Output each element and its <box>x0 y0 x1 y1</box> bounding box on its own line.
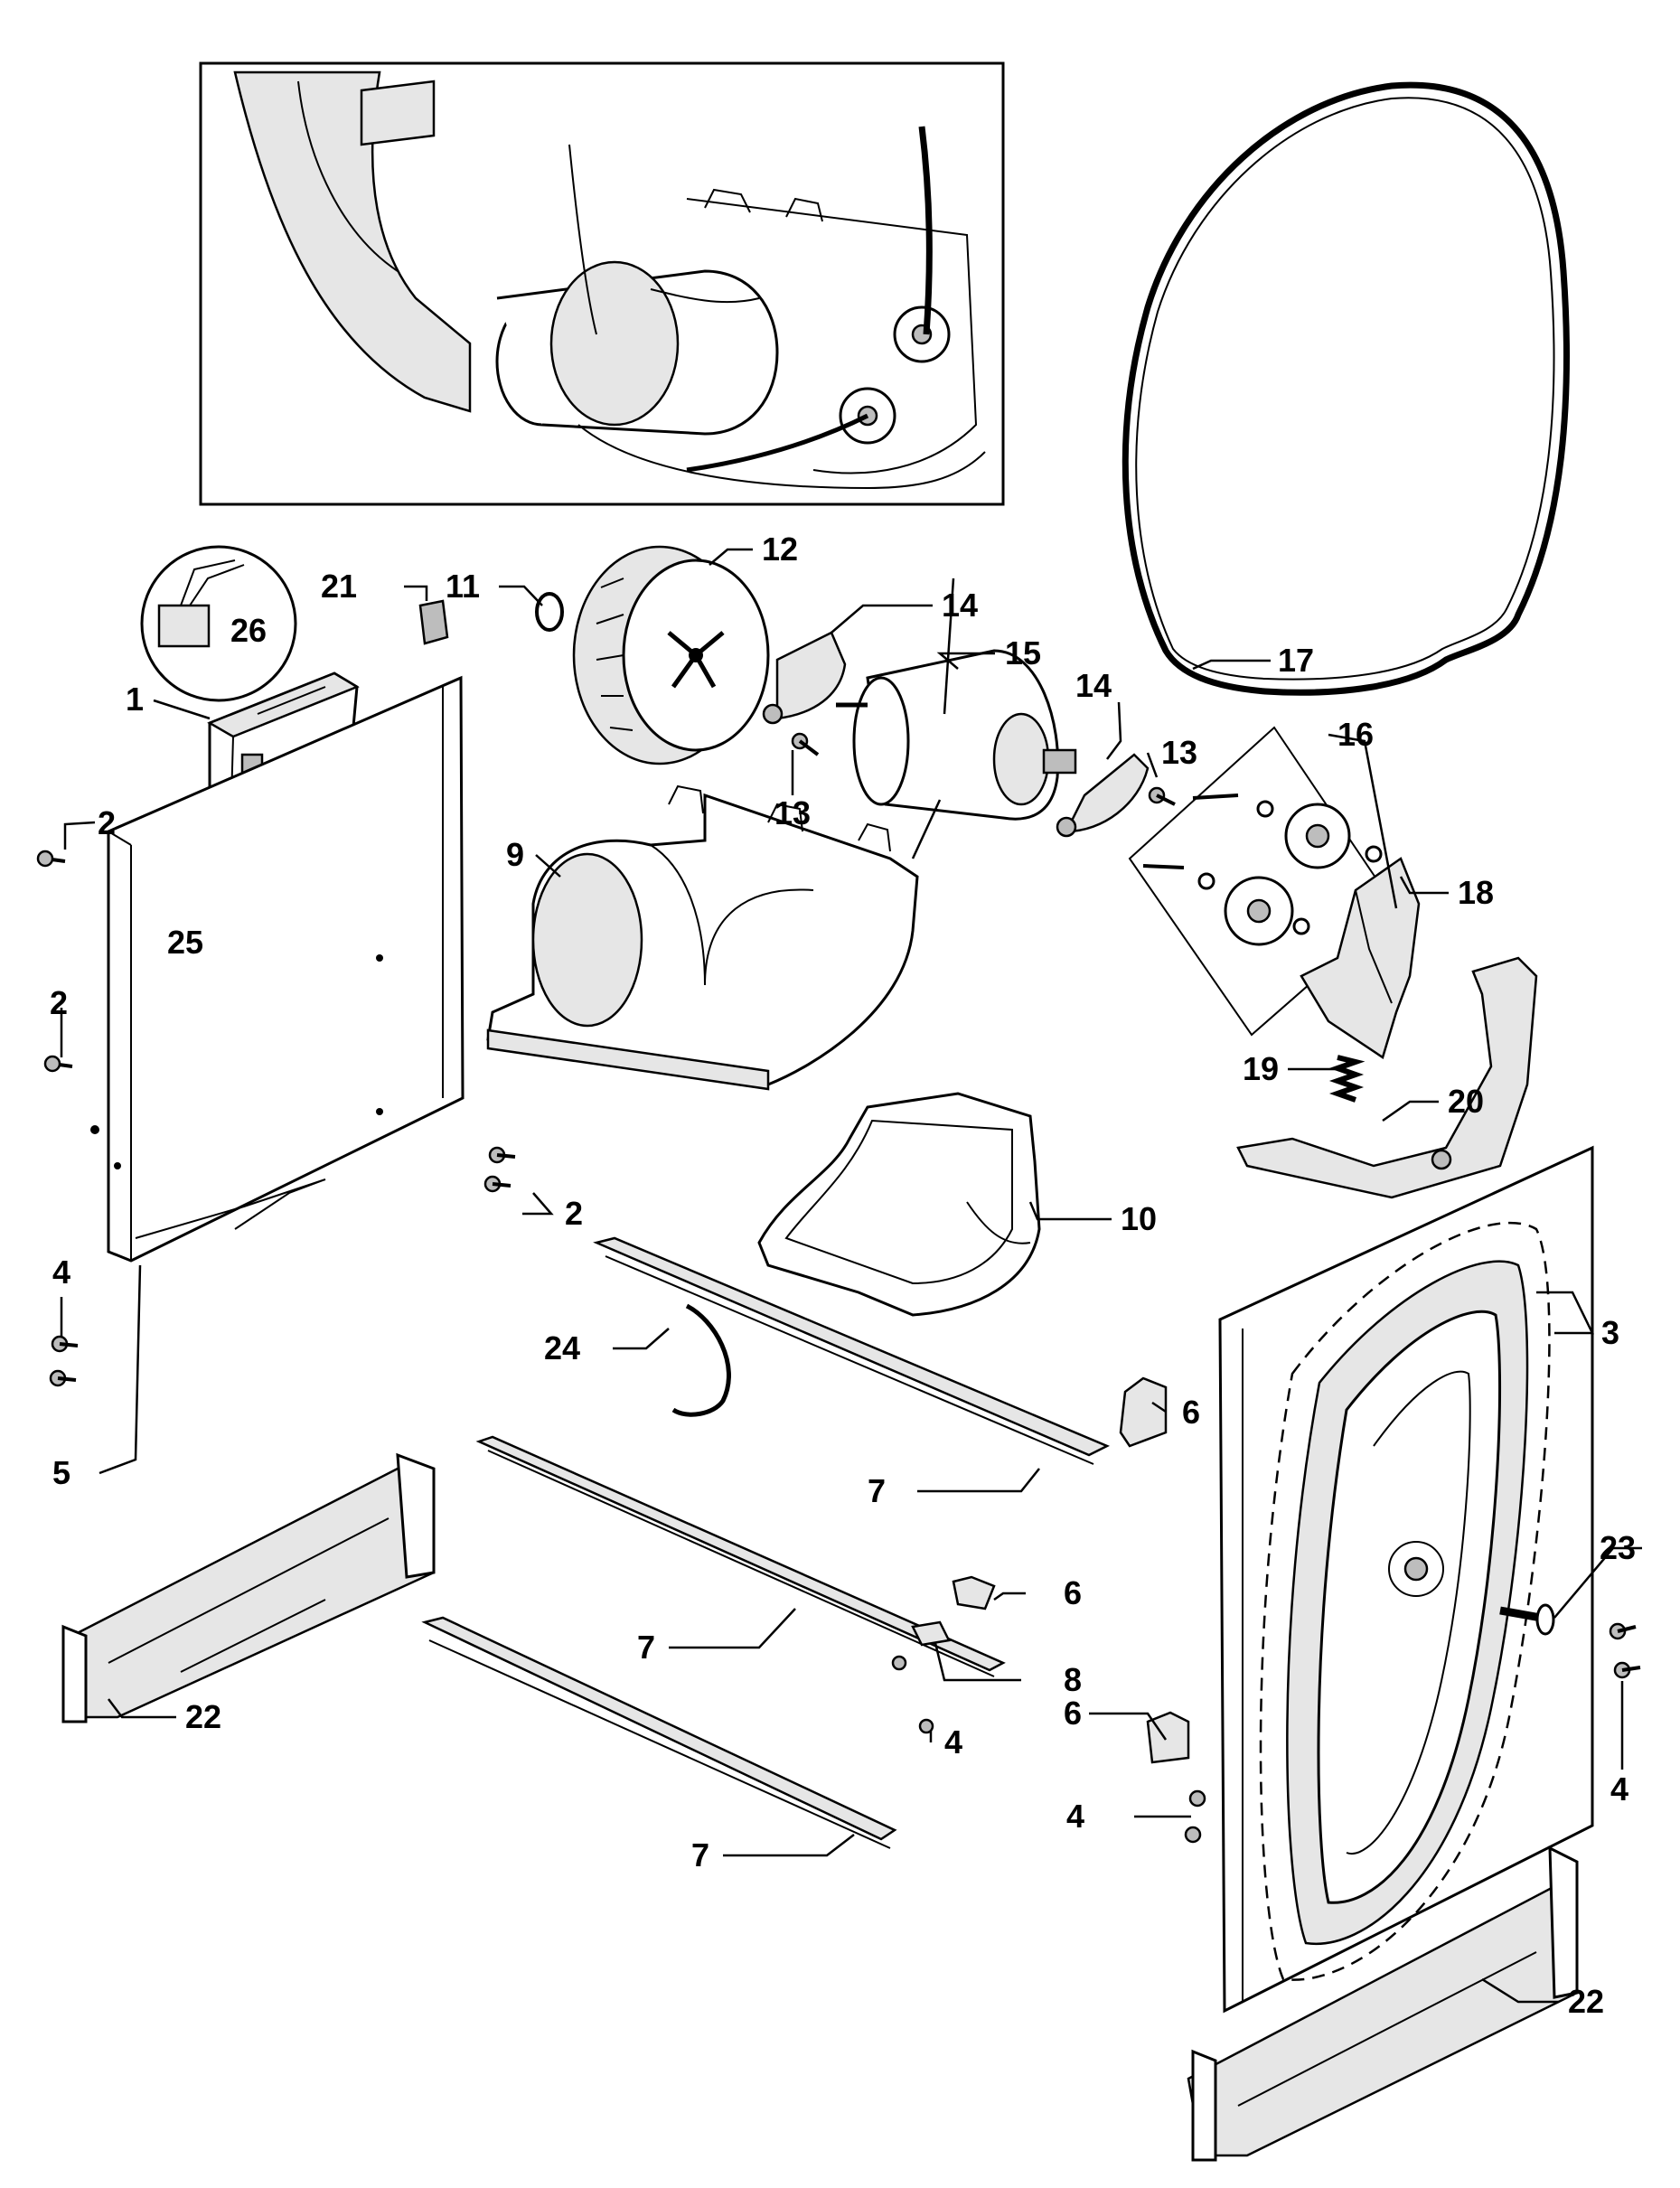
callout-22: 22 <box>185 1698 221 1735</box>
callout-6: 6 <box>1064 1574 1082 1611</box>
assembled-view-inset <box>199 61 1005 506</box>
clip-6-middle <box>952 1575 996 1610</box>
callout-24: 24 <box>544 1329 580 1366</box>
left-side-panel <box>90 675 465 1263</box>
callout-3: 3 <box>1601 1314 1619 1351</box>
callout-21: 21 <box>321 568 357 605</box>
screw-4-right <box>1609 1622 1641 1679</box>
clip-6-lower <box>1146 1711 1190 1764</box>
drive-motor <box>836 649 1077 821</box>
callout-6: 6 <box>1064 1695 1082 1732</box>
callout-13: 13 <box>774 794 811 831</box>
callout-17: 17 <box>1278 642 1314 679</box>
callout-19: 19 <box>1243 1050 1279 1087</box>
callout-18: 18 <box>1458 874 1494 911</box>
blower-housing <box>486 784 919 1091</box>
cross-rail-lower <box>421 1616 897 1849</box>
wire-harness <box>671 1303 731 1417</box>
callout-7: 7 <box>691 1836 709 1873</box>
idler-bracket <box>1300 857 1421 1059</box>
drum-bearing-23 <box>1499 1603 1555 1636</box>
screw-4-right-lower <box>1184 1789 1206 1844</box>
callout-4: 4 <box>52 1254 70 1291</box>
callout-14: 14 <box>942 587 978 624</box>
callout-15: 15 <box>1005 634 1041 671</box>
callout-6: 6 <box>1182 1394 1200 1431</box>
screw-4-left <box>49 1335 79 1387</box>
clip-21 <box>418 599 449 645</box>
callout-9: 9 <box>506 836 524 873</box>
callout-25: 25 <box>167 924 203 961</box>
screw-2-left-lower <box>43 1055 73 1073</box>
callout-2: 2 <box>50 984 68 1021</box>
connector-detail-26 <box>140 545 297 702</box>
screw-13-left <box>791 732 820 756</box>
idler-spring <box>1328 1055 1366 1103</box>
screw-2-middle <box>483 1146 516 1193</box>
callout-5: 5 <box>52 1454 70 1491</box>
callout-1: 1 <box>126 681 144 718</box>
blower-duct <box>757 1092 1041 1317</box>
callout-13: 13 <box>1161 734 1197 771</box>
base-rail-right <box>1187 1845 1579 2162</box>
callout-10: 10 <box>1121 1200 1157 1237</box>
callout-16: 16 <box>1337 716 1374 753</box>
callout-12: 12 <box>762 531 798 568</box>
callout-4: 4 <box>1066 1798 1084 1835</box>
callout-4: 4 <box>944 1723 962 1761</box>
callout-8: 8 <box>1064 1661 1082 1698</box>
cross-rail-middle <box>475 1435 1006 1677</box>
blower-wheel <box>572 545 770 765</box>
drive-belt <box>1122 81 1570 696</box>
screw-13-right <box>1148 786 1176 806</box>
callout-7: 7 <box>637 1629 655 1666</box>
cross-rail-upper <box>593 1236 1110 1465</box>
clip-8 <box>911 1620 951 1647</box>
motor-support-20 <box>1236 956 1538 1199</box>
callout-7: 7 <box>868 1472 886 1509</box>
base-rail-left <box>61 1452 436 1723</box>
callout-14: 14 <box>1075 667 1112 704</box>
screw-2-left-upper <box>36 850 66 868</box>
motor-mount-left <box>762 631 847 725</box>
callout-2: 2 <box>98 804 116 841</box>
callout-20: 20 <box>1448 1083 1484 1120</box>
callout-26: 26 <box>230 612 267 649</box>
callout-labels: 1 2 2 2 3 4 4 4 4 5 6 6 6 7 7 7 8 9 10 1… <box>50 531 1636 2020</box>
callout-11: 11 <box>446 568 480 605</box>
idler-pulley-assembly <box>1128 726 1398 1037</box>
callout-4: 4 <box>1610 1770 1628 1808</box>
callout-22: 22 <box>1568 1983 1604 2020</box>
screw-4-middle <box>891 1655 934 1734</box>
ring-11 <box>535 592 564 632</box>
leader-lines <box>60 548 1642 2004</box>
motor-mount-right <box>1056 753 1150 838</box>
clip-6-upper <box>1119 1376 1168 1448</box>
callout-2: 2 <box>565 1195 583 1232</box>
callout-23: 23 <box>1600 1529 1636 1566</box>
rear-panel <box>1218 1145 1594 2014</box>
